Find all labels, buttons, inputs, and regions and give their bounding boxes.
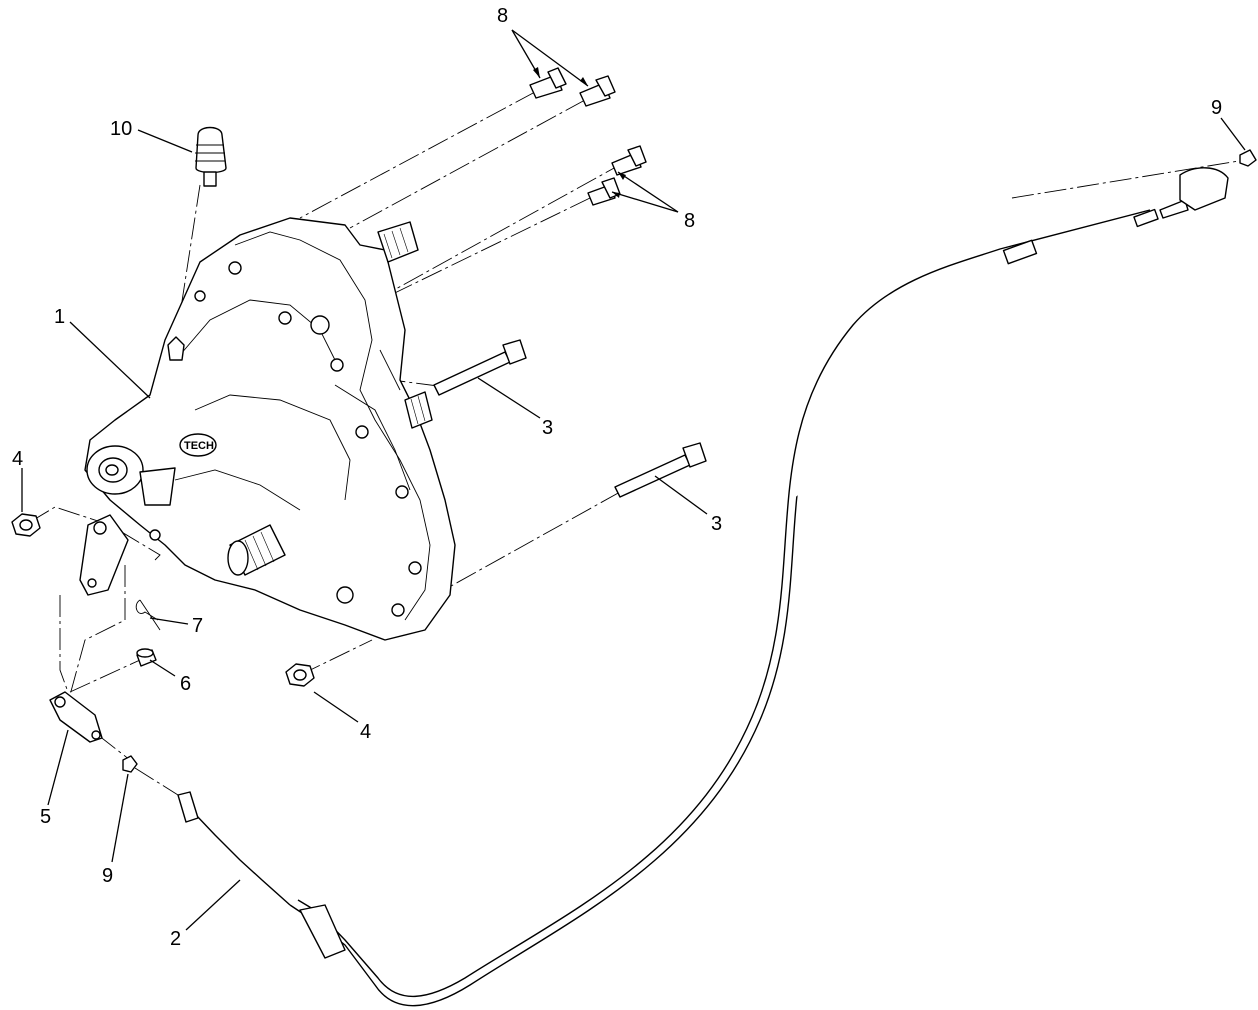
- bolt-3-lower: [614, 442, 707, 498]
- control-lever: [79, 514, 129, 596]
- callout-labels: 8 9 10 8 1 3 4 3 7 6 4 5 9 2: [12, 5, 1222, 950]
- flange-bolts: [529, 67, 647, 206]
- callout-9-lower: 9: [102, 865, 113, 887]
- callout-7: 7: [192, 615, 203, 637]
- callout-3-lower: 3: [711, 513, 722, 535]
- clevis-pin: [136, 648, 157, 667]
- nut-9-lower: [122, 755, 138, 773]
- callout-10: 10: [110, 118, 132, 140]
- transmission-housing: TECH: [84, 217, 456, 641]
- callout-1: 1: [54, 306, 65, 328]
- callout-4-right: 4: [360, 721, 371, 743]
- breather-cap: [167, 126, 227, 361]
- nut-4-right: [285, 663, 315, 687]
- control-cable: [177, 167, 1229, 1007]
- callout-6: 6: [180, 673, 191, 695]
- cable-lever: [49, 691, 103, 743]
- bolt-3-upper: [433, 339, 527, 396]
- nut-9-upper: [1239, 149, 1257, 167]
- transmission-logo: TECH: [184, 440, 214, 452]
- nut-4-left: [11, 513, 41, 537]
- bolt-8-c: [611, 145, 647, 176]
- leader-lines: [21, 29, 1246, 931]
- callout-2: 2: [170, 928, 181, 950]
- callout-3-upper: 3: [542, 417, 553, 439]
- callout-8-right: 8: [684, 210, 695, 232]
- callout-8-top: 8: [497, 5, 508, 27]
- bolt-8-d: [587, 177, 621, 206]
- callout-5: 5: [40, 806, 51, 828]
- bolt-8-b: [579, 75, 616, 107]
- long-bolts: [433, 339, 707, 498]
- bolt-8-a: [529, 67, 567, 99]
- callout-4-left: 4: [12, 448, 23, 470]
- housing-bolts: [149, 261, 422, 617]
- hairpin-cotter: [135, 599, 161, 631]
- callout-9-top: 9: [1211, 97, 1222, 119]
